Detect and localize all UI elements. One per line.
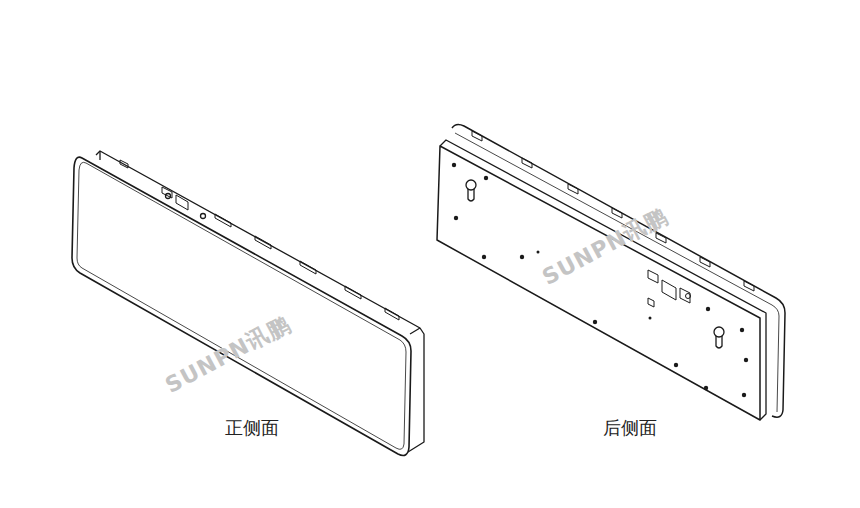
view-caption: 正侧面 [225, 416, 279, 440]
front-device [72, 151, 424, 455]
back-plate [437, 146, 760, 420]
front-panel [72, 157, 411, 455]
panel-bevel [77, 162, 406, 449]
mounting-bracket [648, 270, 691, 307]
screw-holes [452, 163, 748, 397]
screw-hole [201, 214, 206, 219]
keyhole [714, 327, 724, 348]
keyhole [466, 180, 476, 201]
back-device [437, 124, 785, 420]
screw-hole [166, 194, 171, 199]
view-caption: 后侧面 [603, 416, 657, 440]
